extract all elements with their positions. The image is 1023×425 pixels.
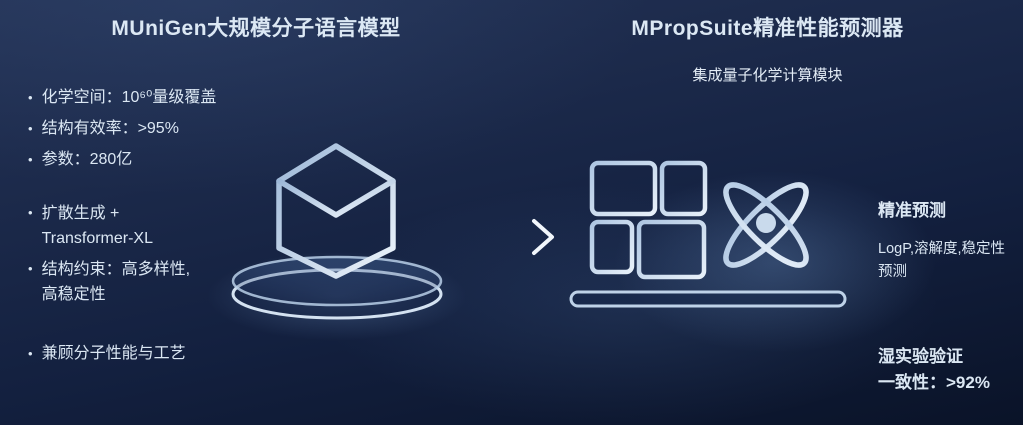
bullet-item-structure-constraint: • 结构约束：高多样性, 高稳定性 <box>28 257 190 307</box>
prediction-heading: 精准预测 <box>878 201 946 220</box>
bullet-dot: • <box>28 121 33 136</box>
wet-lab-validation: 湿实验验证 一致性：>92% <box>878 344 990 396</box>
right-panel-subtitle: 集成量子化学计算模块 <box>692 67 843 84</box>
bullet-item-structure-validity: • 结构有效率：>95% <box>28 117 216 141</box>
left-bullet-group-bottom: • 兼顾分子性能与工艺 <box>28 342 186 373</box>
bullet-text: 结构有效率：>95% <box>41 120 179 137</box>
validation-line: 一致性：>92% <box>878 373 990 392</box>
bullet-text: 参数：280亿 <box>41 151 133 168</box>
left-bullet-group-stats: • 化学空间：10⁶⁰量级覆盖 • 结构有效率：>95% • 参数：280亿 <box>28 86 216 179</box>
prediction-detail-line: 预测 <box>878 264 907 280</box>
right-panel-title: MPropSuite精准性能预测器 <box>631 17 904 40</box>
bullet-text-line: 高稳定性 <box>41 286 106 303</box>
bullet-item-parameters: • 参数：280亿 <box>28 148 216 172</box>
bullet-dot: • <box>28 90 33 105</box>
cube-icon <box>276 143 396 279</box>
left-bullet-group-architecture: • 扩散生成 + Transformer-XL • 结构约束：高多样性, 高稳定… <box>28 201 190 313</box>
bullet-dot: • <box>28 152 33 167</box>
bullet-dot: • <box>28 346 33 361</box>
bullet-item-chemical-space: • 化学空间：10⁶⁰量级覆盖 <box>28 86 216 110</box>
platform-bar-icon <box>569 290 847 308</box>
prediction-detail: LogP,溶解度,稳定性 预测 <box>878 238 1005 284</box>
bullet-text-line: Transformer-XL <box>41 230 153 247</box>
atom-icon <box>723 182 809 268</box>
bullet-dot: • <box>28 205 33 220</box>
left-panel-title: MUniGen大规模分子语言模型 <box>111 17 401 40</box>
bullet-dot: • <box>28 261 33 276</box>
prediction-detail-line: LogP,溶解度,稳定性 <box>878 241 1006 257</box>
bullet-text: 兼顾分子性能与工艺 <box>41 345 186 362</box>
bullet-item-performance-process: • 兼顾分子性能与工艺 <box>28 342 186 366</box>
bullet-text: 化学空间：10⁶⁰量级覆盖 <box>41 89 217 106</box>
bullet-text-line: 结构约束：高多样性, <box>41 261 191 278</box>
modules-grid-icon <box>589 160 708 280</box>
validation-line: 湿实验验证 <box>878 347 963 366</box>
bullet-text-line: 扩散生成 + <box>41 205 120 222</box>
bullet-item-diffusion-transformer: • 扩散生成 + Transformer-XL <box>28 201 190 251</box>
right-arrow-icon <box>456 219 554 255</box>
platform-disc-icon <box>231 255 443 320</box>
